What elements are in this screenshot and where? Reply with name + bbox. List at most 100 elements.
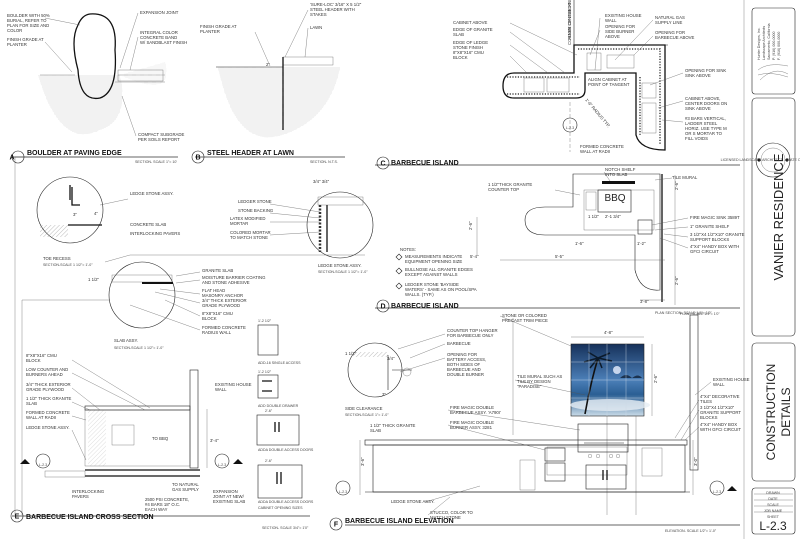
- dimension-label: 1'-6": [575, 241, 584, 246]
- details-D-labels-shelf: 1" GRANITE SHELF: [690, 224, 730, 229]
- details-F-labels-mural-line: TILE MURAL SUCH AS: [517, 374, 562, 379]
- details-D-labels-counter-line: 1 1/2"THICK GRANITE: [488, 182, 532, 187]
- details-C-labels-ledge_edge-line: STONE FINISH: [453, 45, 483, 50]
- details-E-labels-cmu2-line: BLOCK: [26, 358, 41, 363]
- details-A-labels-finish_grade-line: FINISH GRADE AT: [7, 37, 44, 42]
- details-C-labels-bars-line: #3 BARS VERTICAL,: [685, 116, 726, 121]
- detail-letter-circles: [10, 150, 390, 531]
- details-C-labels-cabinet_center-line: CENTER DOORS ON: [685, 101, 727, 106]
- details-B-labels-finish_grade-line: FINISH GRADE AT: [200, 24, 237, 29]
- details-D-labels-note2-line: BULLNOSE ALL GRANITE EDGES: [405, 267, 473, 272]
- details-A-labels-boulder-line: BURIAL, REFER TO: [7, 18, 47, 23]
- details-F-labels-battery-line: OPENING FOR: [447, 352, 477, 357]
- seal-text: LICENSED LANDSCAPE ARCHITECT - STATE OF …: [721, 158, 800, 162]
- detail-e-title: BARBECUE ISLAND CROSS SECTION: [26, 514, 154, 521]
- firm-info: Landscape Architects: [762, 26, 766, 60]
- details-E-labels-plywood2-line: GRADE PLYWOOD: [26, 387, 64, 392]
- details-F-labels-blocks-line: 3 1/2"X4 1/2"X10": [700, 405, 735, 410]
- detail-d-scale: PLAN SECTION- SCALE 1/4"= 1'0": [655, 311, 712, 315]
- details-F-labels-house-line: EXISTING HOUSE: [713, 377, 750, 382]
- details-F-labels-trim-line: PRECAST TRIM PIECE: [502, 318, 548, 323]
- details-E-labels-pavers2-line: PAVERS: [72, 494, 89, 499]
- details-C-labels-house_wall-line: WALL: [605, 18, 617, 23]
- details-A-labels-boulder-line: BOULDER WITH 50%: [7, 13, 50, 18]
- details-F-labels-side_scale: SECTION-SCALE 1"= 1'-0": [345, 413, 389, 417]
- details-D-labels-notch-line: NOTCH SHELF: [605, 167, 636, 172]
- details-F-labels-stucco-line: STUCCO, COLOR TO: [430, 510, 473, 515]
- details-F-labels-deco-line: 4"X4" DECORATIVE: [700, 394, 740, 399]
- details-F-labels-h_right: 3'-0": [693, 457, 698, 466]
- title-block: [743, 0, 796, 539]
- details-E-labels-pavers: INTERLOCKING PAVERS: [130, 231, 180, 236]
- details-F-labels-bbq_assy-line: BARBECUE ASSY. 'A790I': [450, 410, 501, 415]
- dimension-label: 3'-8": [640, 299, 649, 304]
- dimension-label: 5'-5": [555, 254, 564, 259]
- details-E-labels-ledger: LEDGER STONE: [238, 199, 272, 204]
- details-F-labels-granite-line: 1 1/2" THICK GRANITE: [370, 423, 416, 428]
- details-E-labels-concrete-line: #4 BARS 18" O.C.: [145, 502, 180, 507]
- details-B-labels-lawn: LAWN: [310, 25, 322, 30]
- ledge-stone-wall: [372, 444, 686, 493]
- details-C-labels-bbq_opening-line: BARBECUE ABOVE: [655, 35, 695, 40]
- details-E-labels-house-line: EXISTING HOUSE: [215, 382, 252, 387]
- details-E-labels-latex-line: LATEX MODIFIED: [230, 216, 266, 221]
- details-B-labels-dim: 2": [266, 62, 270, 67]
- details-F-labels-burner-line: FIRE MAGIC DOUBLE: [450, 420, 494, 425]
- slab-assy-detail: [108, 261, 176, 329]
- sink-opening: [637, 219, 653, 235]
- details-D-labels-notes_head: NOTES:: [400, 247, 416, 252]
- details-E-labels-moisture-line: MOISTURE BARRIER COATING: [202, 275, 266, 280]
- lawn-turf: [282, 56, 334, 66]
- details-E-labels-cmu-line: 8"X8"X16" CMU: [202, 311, 233, 316]
- cabinet-width: 1'-2 1/2": [258, 319, 272, 323]
- details-C-labels-bars-line: OR S MORTAR TO: [685, 131, 723, 136]
- details-A-labels-expansion_joint: EXPANSION JOINT: [140, 10, 179, 15]
- details-C-labels-ledge_edge-line: EDGE OF LEDGE: [453, 40, 488, 45]
- details-A-labels-finish_grade-line: PLANTER: [7, 42, 27, 47]
- details-C-labels-cmu-line: BLOCK: [453, 55, 468, 60]
- details-E-labels-slab_scale: SECTION-SCALE 1 1/2"= 1'-0": [114, 346, 164, 350]
- details-F-labels-barbecue: BARBECUE: [447, 341, 471, 346]
- details-E-labels-joint-line: JOINT AT NEW/: [213, 494, 245, 499]
- details-E-labels-joint-line: EXPANSION: [213, 489, 238, 494]
- cabinet-double-doors-a: [256, 414, 300, 446]
- seal-icon: [755, 142, 791, 178]
- details-F-labels-trim-line: STONE OR COLORED: [502, 313, 547, 318]
- details-A-labels-band-line: CONCRETE BAND: [140, 35, 177, 40]
- details-E-labels-cmu-line: BLOCK: [202, 316, 217, 321]
- details-E-labels-low_counter-line: LOW COUNTER AND: [26, 367, 68, 372]
- section-callout-ref: L-2.3: [713, 490, 721, 494]
- details-C-labels-bars-line: FILL VOIDS: [685, 136, 708, 141]
- details-A-labels-boulder-line: COLOR: [7, 28, 22, 33]
- section-callout-f-left: [335, 480, 351, 496]
- detail-e-cross-section: [20, 324, 303, 499]
- details-E-labels-toe_scale: SECTION-SCALE 1 1/2"= 1'-0": [43, 263, 93, 267]
- detail-e-letter: E: [15, 514, 20, 521]
- details-D-labels-blocks-line: SUPPORT BLOCKS: [690, 237, 729, 242]
- details-D-labels-blocks-line: 3 1/2"X4 1/2"X10" GRANITE: [690, 232, 745, 237]
- detail-d-letter: D: [380, 304, 385, 311]
- section-callout-f-right: [709, 480, 737, 496]
- firm-info: F. (916) 000-0000: [777, 32, 781, 60]
- bbq-label: BBQ: [604, 193, 625, 204]
- double-access-doors: [585, 464, 627, 490]
- details-D-labels-counter-line: COUNTER TOP: [488, 187, 519, 192]
- detail-e-subdetails: [14, 156, 374, 515]
- toe-recess-detail: [36, 176, 104, 244]
- details-F-labels-side_title: SIDE CLEARANCE: [345, 406, 383, 411]
- details-C-labels-gas-line: NATURAL GAS: [655, 15, 685, 20]
- details-E-labels-latex-line: MORTAR: [230, 221, 248, 226]
- sheet-title: CONSTRUCTION: [764, 364, 778, 461]
- details-F-labels-handy-line: WITH GFCI CIRCUIT: [700, 427, 741, 432]
- details-E-labels-concrete-line: EACH WAY: [145, 507, 168, 512]
- detail-b-scale: SECTION- N.T.S.: [310, 160, 338, 164]
- details-E-labels-slab: CONCRETE SLAB: [130, 222, 166, 227]
- sheet-title: DETAILS: [779, 387, 793, 436]
- details-A-labels-subgrade-line: COMPACT SUBGRADE: [138, 132, 185, 137]
- details-E-labels-granite2-line: SLAB: [26, 401, 37, 406]
- details-F-labels-width: 4'-8": [604, 330, 613, 335]
- detail-f-scale: ELEVATION- SCALE 1/2"= 1'-0": [665, 529, 717, 533]
- cabinet-single-access: [257, 324, 279, 356]
- details-C-labels-bbq_opening-line: OPENING FOR: [655, 30, 685, 35]
- details-C-labels-corner-line: CORNER OF BUILDING: [567, 0, 572, 45]
